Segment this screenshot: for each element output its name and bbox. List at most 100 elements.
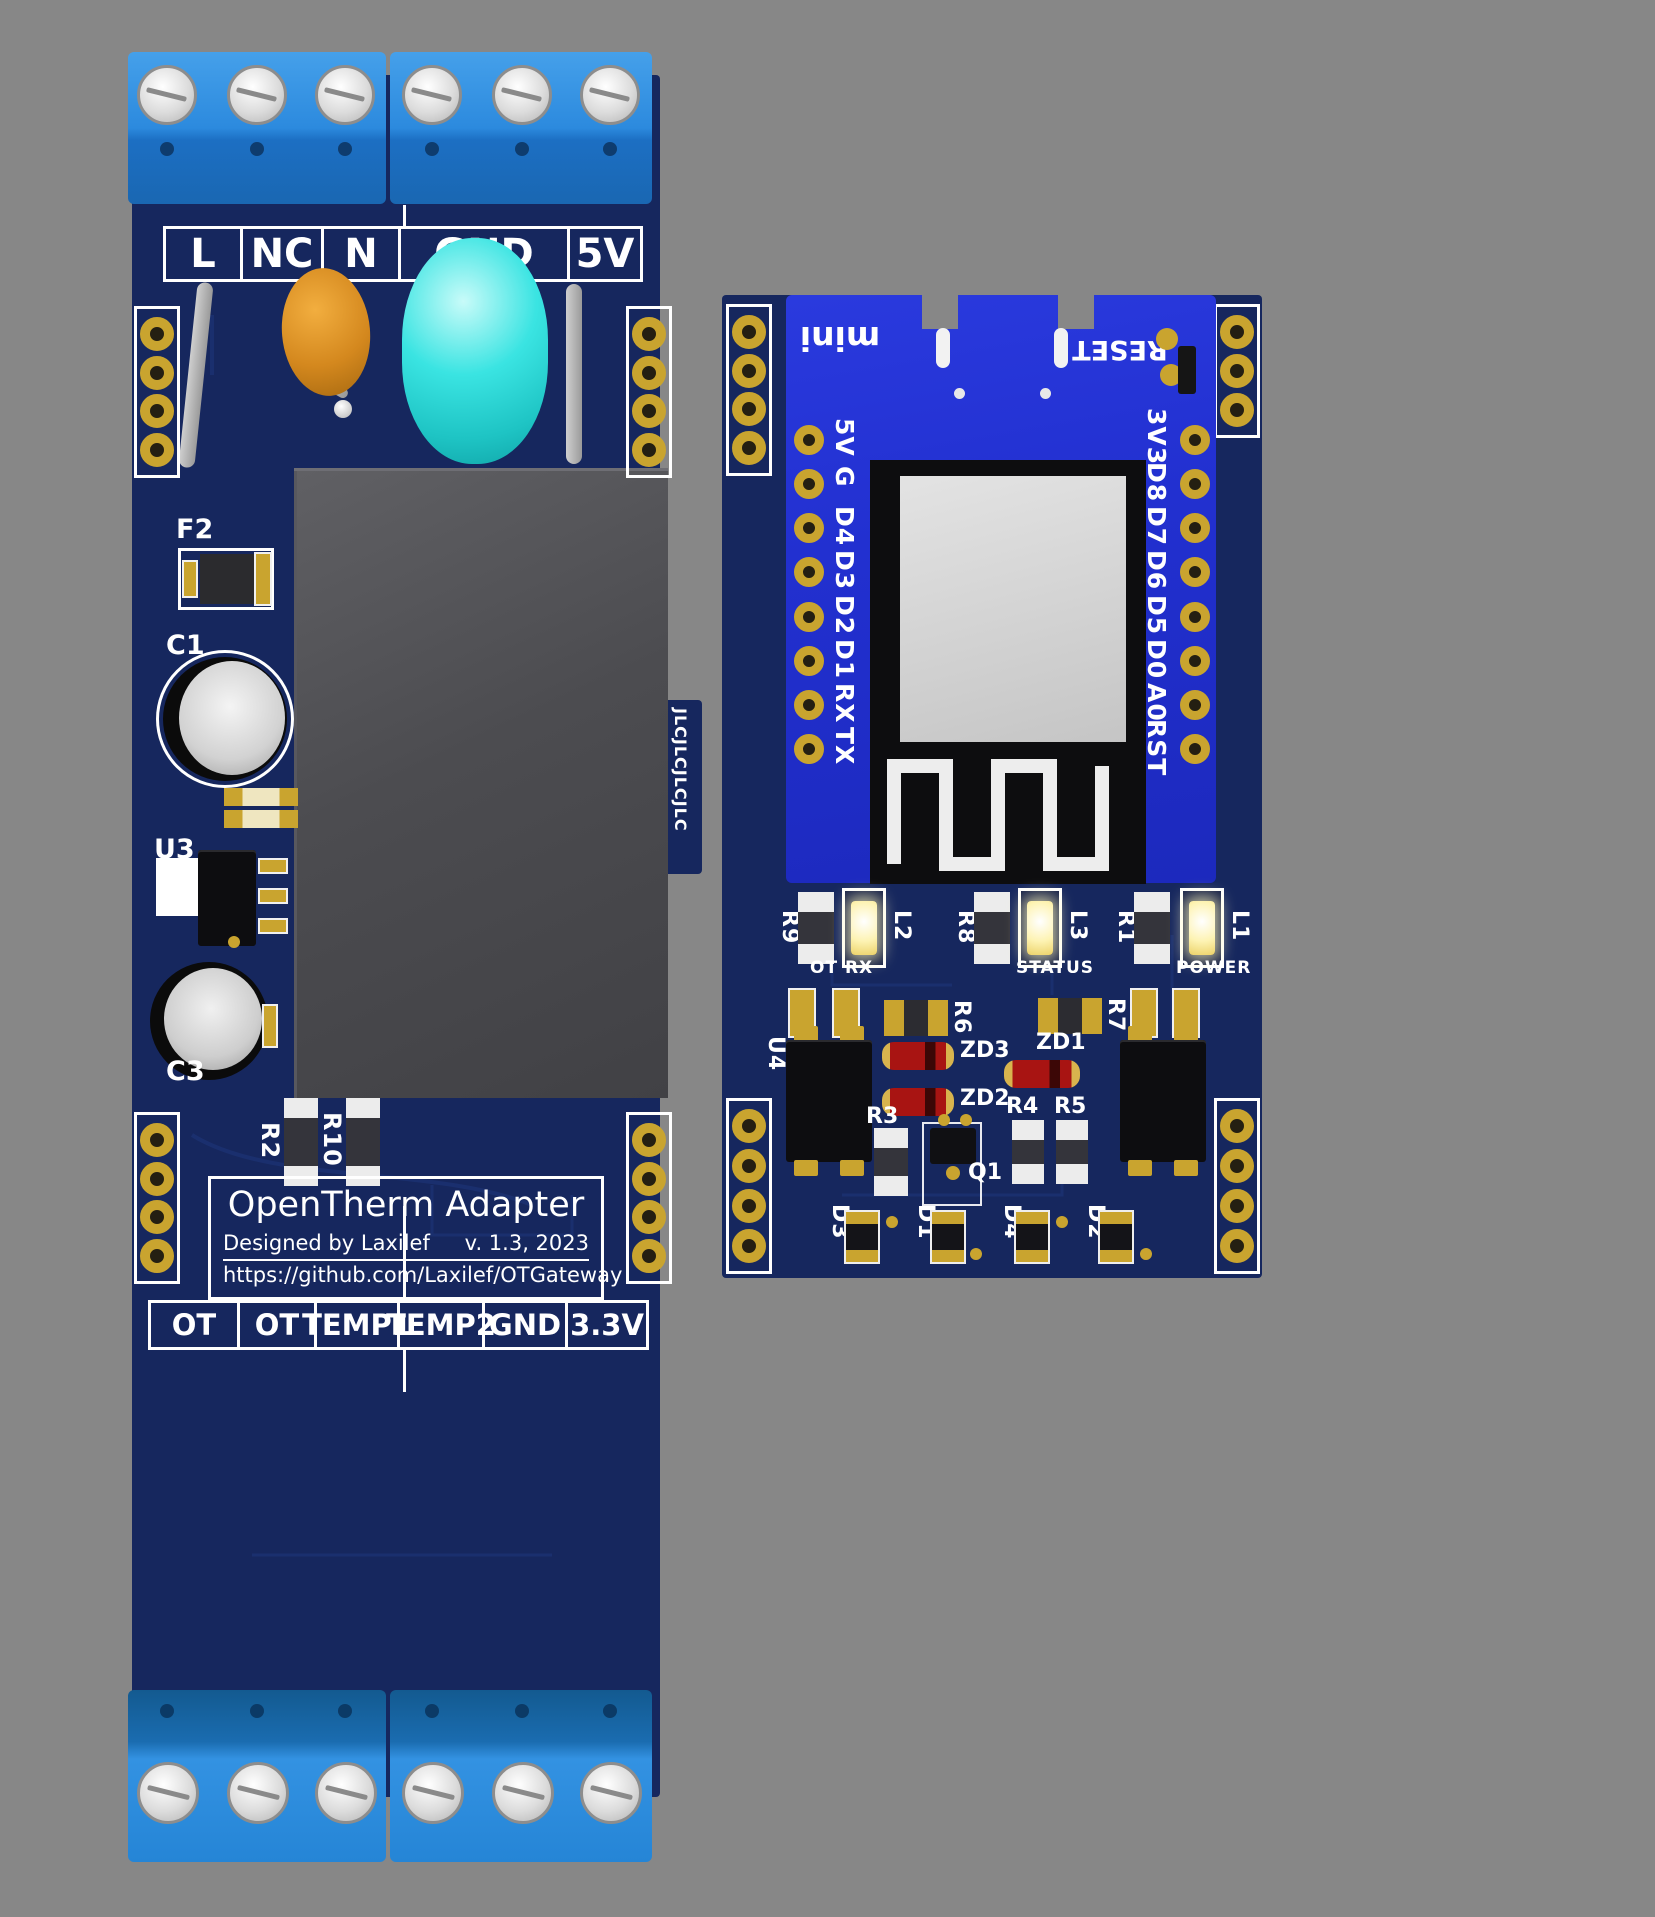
pin-label-D2: D2 xyxy=(830,595,859,636)
ic-leg xyxy=(1174,1160,1198,1176)
diode-d4 xyxy=(1014,1210,1050,1264)
plated-hole xyxy=(140,1238,174,1273)
pin-hole xyxy=(1180,602,1210,632)
resistor-pad xyxy=(346,1098,380,1118)
caption-power: POWER xyxy=(1176,958,1252,978)
pin-hole xyxy=(1180,469,1210,499)
resistor-pad xyxy=(1038,998,1058,1034)
plated-hole xyxy=(1220,1229,1254,1263)
terminal-screw xyxy=(580,65,640,125)
resistor-r7 xyxy=(1038,998,1102,1034)
led-lens xyxy=(1189,901,1215,955)
board-url: https://github.com/Laxilef/OTGateway xyxy=(223,1259,622,1287)
pin-label-RX: RX xyxy=(830,683,859,724)
through-hole-group xyxy=(726,304,772,476)
plated-hole xyxy=(1220,1109,1254,1143)
terminal-screw xyxy=(137,1762,199,1824)
via xyxy=(886,1216,898,1228)
through-hole-group xyxy=(134,1112,180,1284)
fab-marking-text: JLCJLCJLCJLC xyxy=(671,708,690,832)
ref-U4: U4 xyxy=(763,1036,788,1072)
resistor-r4 xyxy=(1012,1120,1044,1184)
resistor-pad xyxy=(874,1128,908,1148)
ref-R10: R10 xyxy=(318,1112,346,1167)
resistor-pad xyxy=(1012,1164,1044,1184)
ref-C3: C3 xyxy=(166,1056,205,1087)
pin-hole xyxy=(1180,513,1210,543)
terminal-label-TEMP1: TEMP1 xyxy=(302,1300,412,1350)
wire-entry-hole xyxy=(338,142,352,156)
transistor-pad xyxy=(946,1166,960,1180)
wire-entry-hole xyxy=(160,142,174,156)
diode-pad xyxy=(1016,1250,1048,1262)
plated-hole xyxy=(632,394,666,429)
resistor-body xyxy=(798,912,834,944)
ref-Q1: Q1 xyxy=(968,1160,1003,1185)
wire-entry-hole xyxy=(250,1704,264,1718)
diode-d3 xyxy=(844,1210,880,1264)
pin-hole xyxy=(1180,425,1210,455)
led-l2 xyxy=(842,888,886,968)
plated-hole xyxy=(140,355,174,390)
ref-R4: R4 xyxy=(1006,1094,1039,1119)
pin-hole xyxy=(794,557,824,587)
terminal-block-top-left xyxy=(128,52,386,204)
led-l1 xyxy=(1180,888,1224,968)
ref-F2: F2 xyxy=(176,514,214,545)
fuse-body xyxy=(200,554,254,604)
capacitor-c1 xyxy=(163,657,287,781)
plated-hole xyxy=(732,1149,766,1183)
diode-body xyxy=(1016,1224,1048,1250)
resistor-r6 xyxy=(884,1000,948,1036)
antenna-trace xyxy=(887,759,1109,871)
plated-hole xyxy=(140,1161,174,1196)
resistor-r3 xyxy=(874,1128,908,1196)
silk-divider-line xyxy=(403,205,406,229)
plated-hole xyxy=(732,1109,766,1143)
pin-label-3V3: 3V3 xyxy=(1142,408,1171,466)
solder-slot-pad xyxy=(1054,328,1068,368)
terminal-screw xyxy=(227,65,287,125)
resistor-pad xyxy=(974,892,1010,912)
resistor-body xyxy=(1056,1140,1088,1164)
wire-entry-hole xyxy=(425,1704,439,1718)
plated-hole xyxy=(140,317,174,351)
resistor-pad xyxy=(1082,998,1102,1034)
ic-u3-body xyxy=(198,850,256,946)
pin-hole xyxy=(1180,734,1210,764)
led-lens xyxy=(851,901,877,955)
terminal-label-GND2: GND xyxy=(482,1300,568,1350)
plated-hole xyxy=(732,315,766,349)
via xyxy=(1140,1248,1152,1260)
terminal-screw xyxy=(227,1762,289,1824)
diode-d1 xyxy=(930,1210,966,1264)
ref-R9: R9 xyxy=(777,910,802,945)
pin-label-5V: 5V xyxy=(830,418,859,457)
led-lens xyxy=(1027,901,1053,955)
diode-pad xyxy=(1100,1212,1132,1224)
caption-ot-rx: OT RX xyxy=(810,958,874,978)
terminal-block-top-right xyxy=(390,52,652,204)
ref-R5: R5 xyxy=(1054,1094,1087,1119)
terminal-label-NC: NC xyxy=(240,226,324,282)
ref-ZD1: ZD1 xyxy=(1036,1030,1086,1055)
plated-hole xyxy=(732,353,766,388)
pin-label-D4: D4 xyxy=(830,506,859,547)
pin-label-D5: D5 xyxy=(1142,595,1171,636)
power-module xyxy=(294,468,668,1098)
silk-divider-line xyxy=(403,1350,406,1392)
capacitor-pad xyxy=(262,1004,278,1048)
terminal-block-bottom-right xyxy=(390,1690,652,1862)
transistor-outline xyxy=(922,1122,982,1206)
plated-hole xyxy=(632,1123,666,1157)
terminal-screw xyxy=(137,65,197,125)
resistor-body xyxy=(1134,912,1170,944)
pin-hole xyxy=(794,425,824,455)
wire-entry-hole xyxy=(250,142,264,156)
diode-pad xyxy=(846,1212,878,1224)
terminal-screw xyxy=(492,1762,554,1824)
capacitor-cyan xyxy=(402,238,548,464)
through-hole-group xyxy=(726,1098,772,1274)
brand-text: mini xyxy=(799,319,881,358)
resistor-body xyxy=(974,912,1010,944)
